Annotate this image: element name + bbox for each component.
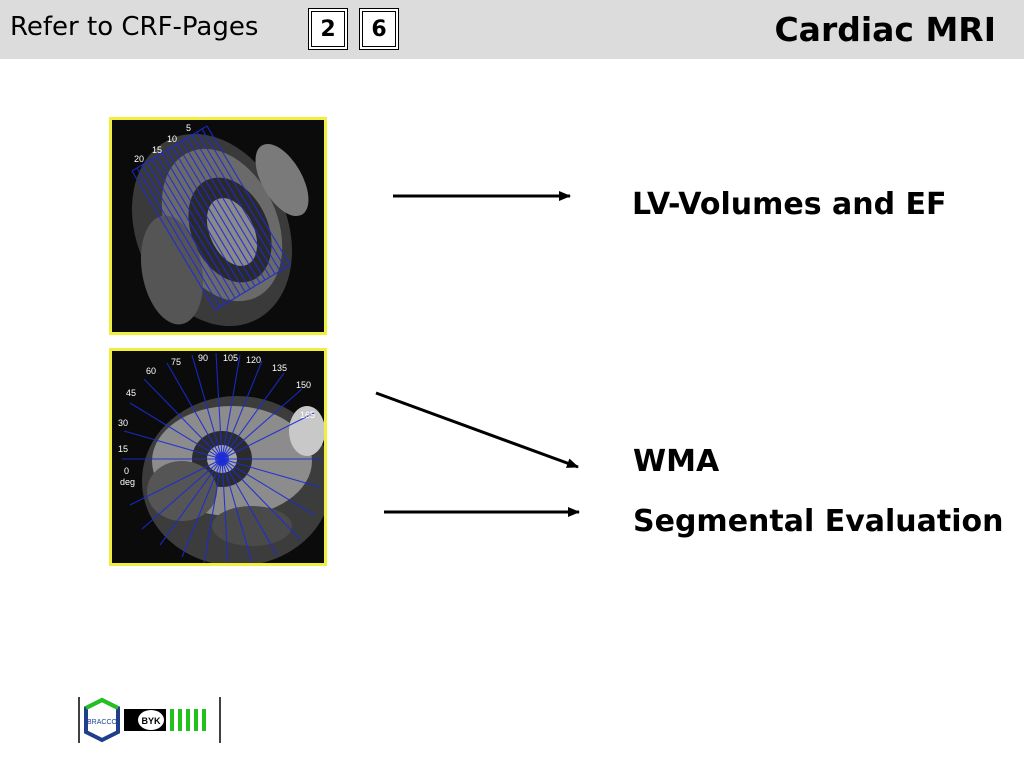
angle-label: 165 <box>300 410 315 420</box>
bracco-text: BRACCO <box>87 719 118 726</box>
arrow-to-wma <box>375 391 579 469</box>
label-lv-volumes: LV-Volumes and EF <box>632 187 947 222</box>
slice-label: 10 <box>167 134 177 144</box>
byk-text: BYK <box>141 716 161 726</box>
page-title: Cardiac MRI <box>774 10 996 49</box>
label-wma: WMA <box>633 444 720 479</box>
slice-label: 5 <box>186 123 191 133</box>
slice-label: 20 <box>134 154 144 164</box>
angle-label: 90 <box>198 353 208 363</box>
angle-label: 120 <box>246 355 261 365</box>
slice-label: 15 <box>152 145 162 155</box>
bracco-byk-logo: BRACCO BYK <box>78 697 221 743</box>
angle-label: 150 <box>296 380 311 390</box>
angle-label: 60 <box>146 366 156 376</box>
long-axis-mri-image: 5 10 15 20 <box>109 117 327 335</box>
angle-label: 135 <box>272 363 287 373</box>
header-bar: Refer to CRF-Pages 2 6 Cardiac MRI <box>0 0 1024 59</box>
angle-label: deg <box>120 477 135 487</box>
label-segmental-evaluation: Segmental Evaluation <box>633 504 1004 539</box>
angle-label: 15 <box>118 444 128 454</box>
angle-label: 0 <box>124 466 129 476</box>
refer-text: Refer to CRF-Pages <box>10 12 259 42</box>
angle-label: 75 <box>171 357 181 367</box>
angle-label: 30 <box>118 418 128 428</box>
angle-label: 105 <box>223 353 238 363</box>
short-axis-mri-image: 60 75 90 105 120 135 150 165 45 30 15 0 … <box>109 348 327 566</box>
page-number-2[interactable]: 2 <box>308 8 348 50</box>
angle-label: 45 <box>126 388 136 398</box>
page-number-6[interactable]: 6 <box>359 8 399 50</box>
